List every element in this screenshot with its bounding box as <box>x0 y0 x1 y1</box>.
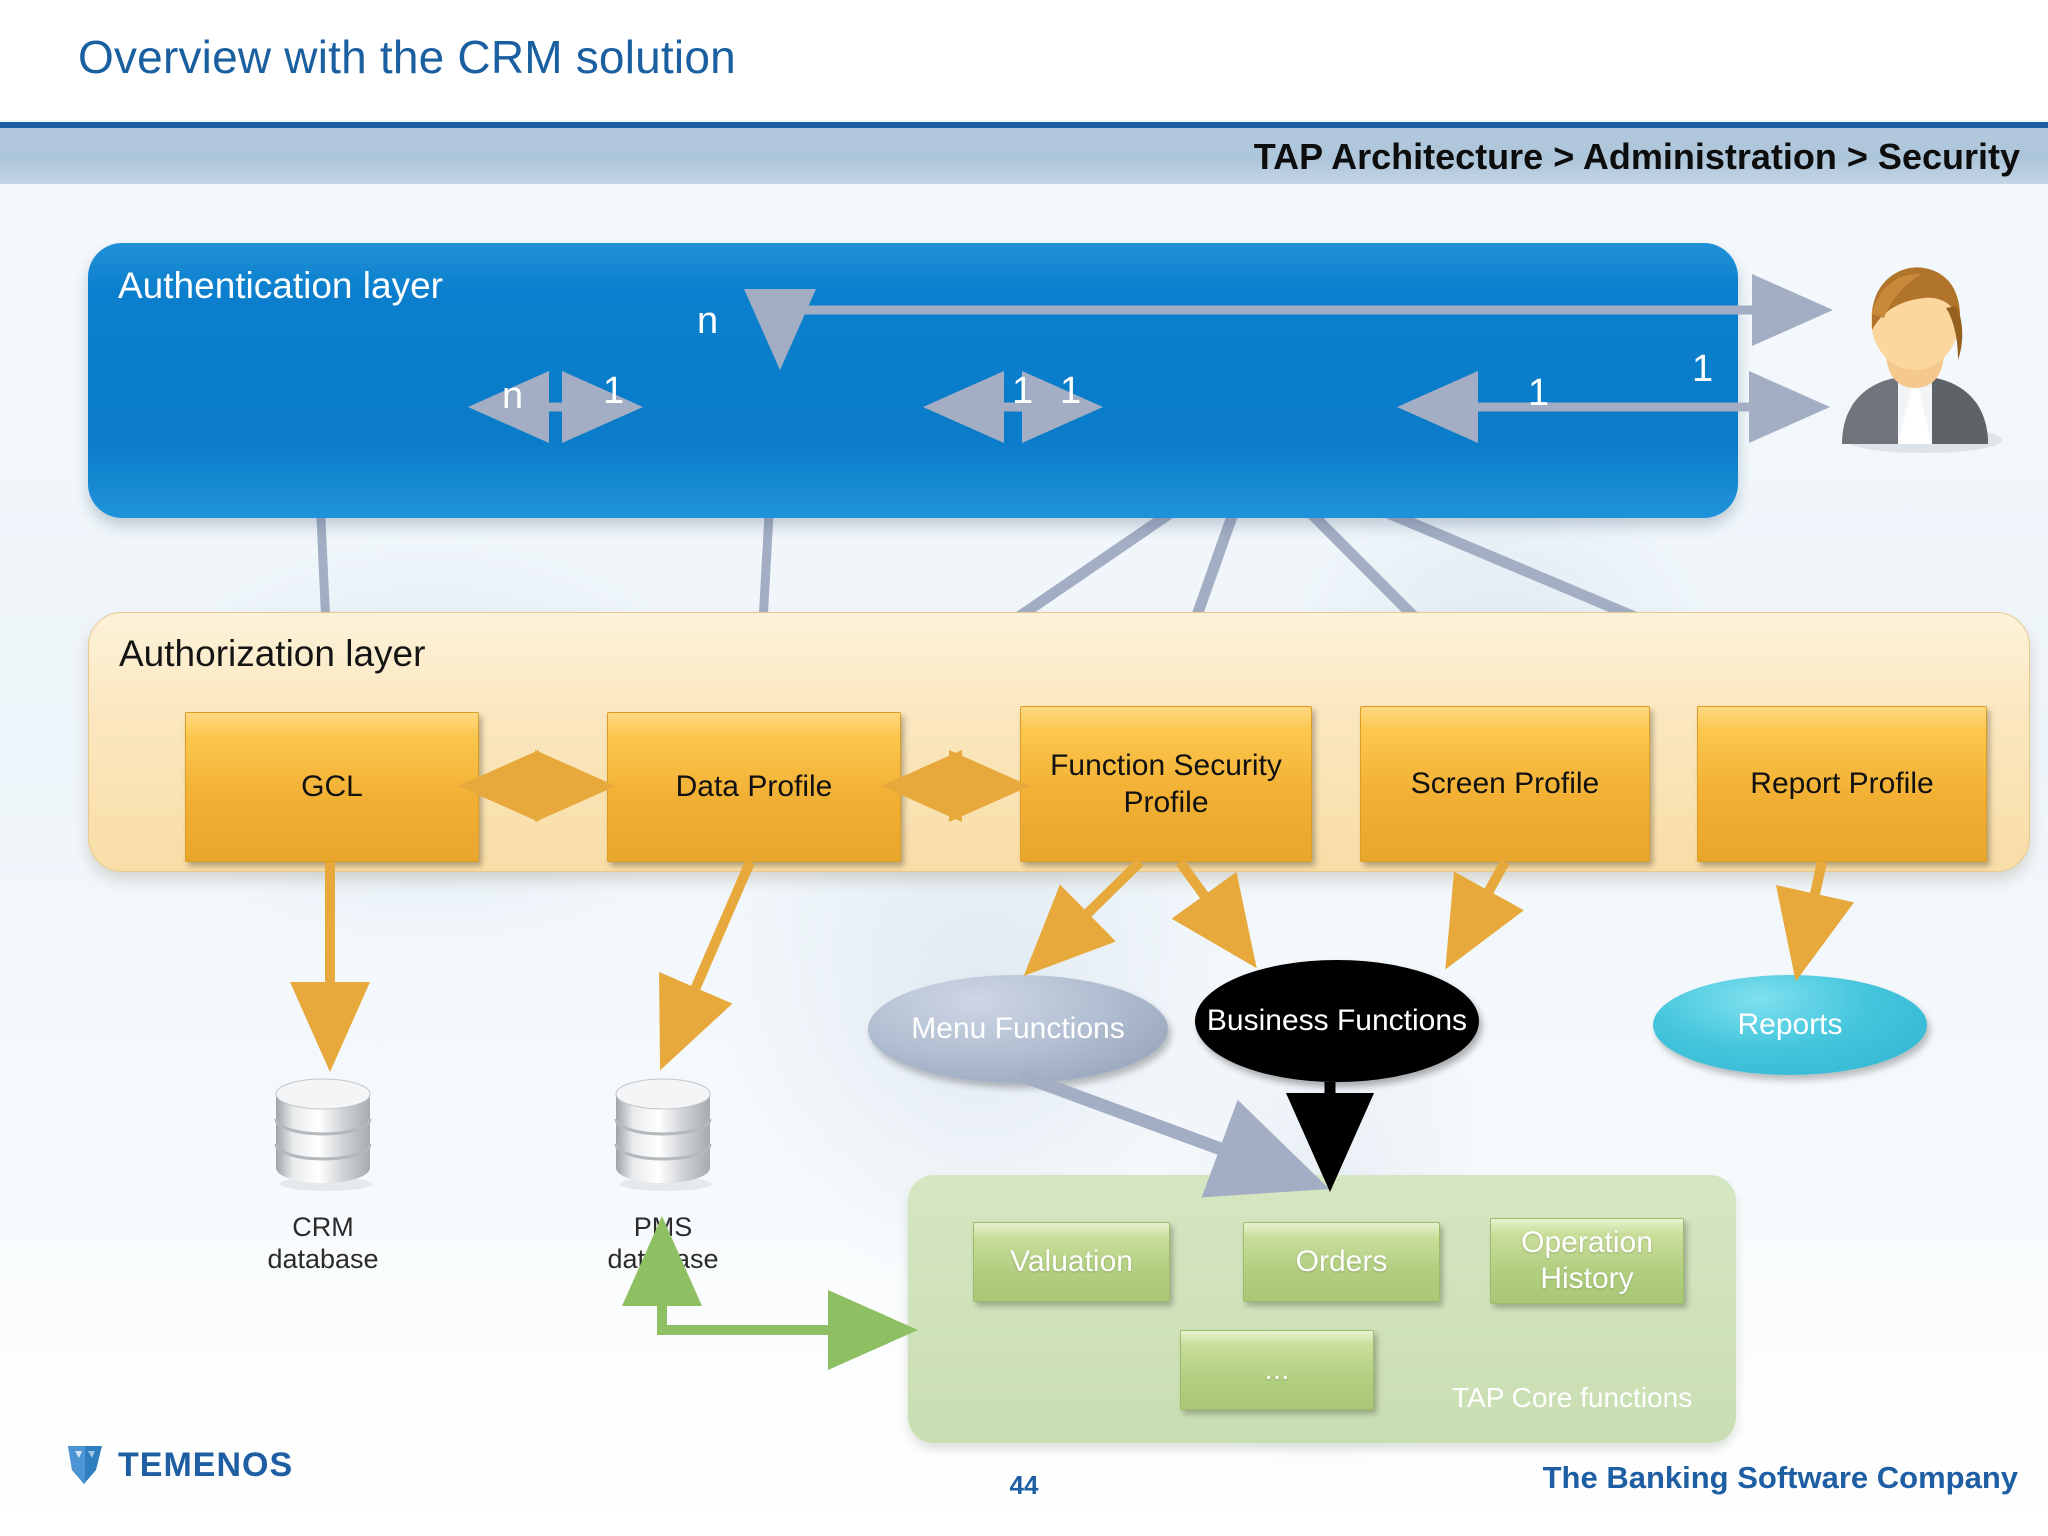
node-more-functions[interactable]: ... <box>1180 1330 1374 1410</box>
node-data-profile-label: Data Profile <box>675 770 833 804</box>
node-gcl[interactable]: GCL <box>185 712 479 862</box>
footer-tagline: The Banking Software Company <box>1542 1460 2018 1495</box>
node-valuation[interactable]: Valuation <box>973 1222 1170 1302</box>
node-data-profile[interactable]: Data Profile <box>607 712 901 862</box>
database-crm[interactable]: CRM database <box>258 1072 388 1276</box>
database-pms-label: PMS database <box>607 1212 719 1275</box>
database-cylinder-icon <box>614 1078 712 1191</box>
node-business-functions-label: Business Functions <box>1206 1004 1468 1037</box>
node-function-security-profile-label: Function Security Profile <box>1050 748 1282 820</box>
node-more-functions-label: ... <box>1264 1353 1290 1386</box>
cardinality-wui-top: n <box>697 300 719 342</box>
node-gcl-label: GCL <box>301 770 363 804</box>
tap-core-functions-caption: TAP Core functions <box>1452 1382 1693 1413</box>
database-pms[interactable]: PMS database <box>598 1072 728 1276</box>
page-title: Overview with the CRM solution <box>78 31 736 83</box>
node-valuation-label: Valuation <box>1010 1245 1133 1278</box>
database-crm-label: CRM database <box>267 1212 379 1275</box>
node-screen-profile-label: Screen Profile <box>1410 767 1600 801</box>
cardinality-cdm-wui-right: 1 <box>603 370 625 412</box>
user-avatar-icon <box>1842 267 2002 453</box>
node-orders[interactable]: Orders <box>1243 1222 1440 1302</box>
node-function-security-profile[interactable]: Function Security Profile <box>1020 706 1312 862</box>
cardinality-gui-actor-lower: 1 <box>1528 372 1550 414</box>
node-menu-functions[interactable]: Menu Functions <box>868 975 1168 1083</box>
cardinality-wui-gui-left: 1 <box>1012 370 1034 412</box>
node-operation-history[interactable]: Operation History <box>1490 1218 1684 1304</box>
node-report-profile[interactable]: Report Profile <box>1697 706 1987 862</box>
node-menu-functions-label: Menu Functions <box>911 1012 1125 1045</box>
cardinality-wui-gui-right: 1 <box>1060 370 1082 412</box>
database-cylinder-icon <box>274 1078 372 1191</box>
node-reports-label: Reports <box>1737 1008 1843 1041</box>
cardinality-gui-actor-upper: 1 <box>1692 348 1714 390</box>
authorization-layer-title: Authorization layer <box>119 633 426 674</box>
node-operation-history-label: Operation History <box>1521 1226 1653 1295</box>
node-report-profile-label: Report Profile <box>1750 767 1934 801</box>
node-screen-profile[interactable]: Screen Profile <box>1360 706 1650 862</box>
node-reports[interactable]: Reports <box>1653 975 1927 1075</box>
authentication-layer-panel: Authentication layer <box>88 243 1738 518</box>
authentication-layer-title: Authentication layer <box>118 265 443 306</box>
cardinality-cdm-wui-left: n <box>502 375 524 417</box>
breadcrumb: TAP Architecture > Administration > Secu… <box>1253 136 2020 177</box>
node-business-functions[interactable]: Business Functions <box>1195 960 1479 1082</box>
node-orders-label: Orders <box>1295 1245 1388 1278</box>
